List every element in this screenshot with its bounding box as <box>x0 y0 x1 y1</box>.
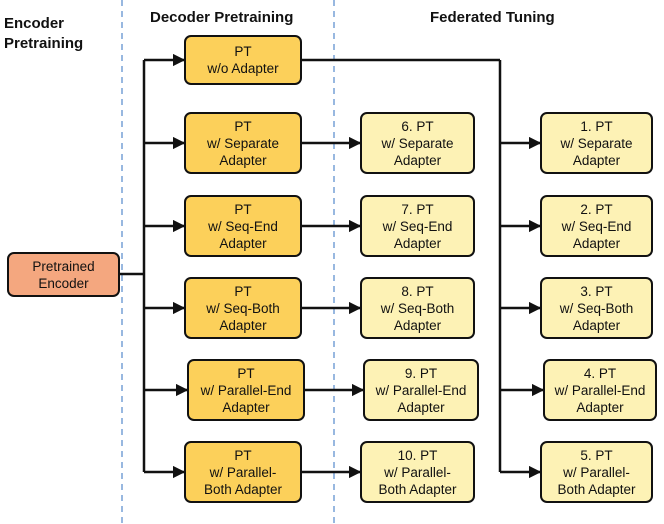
decoder-box-label: PT w/ Seq-End Adapter <box>208 201 278 251</box>
decoder-box-label: PT w/ Separate Adapter <box>206 118 280 168</box>
federated-box-3: 3. PT w/ Seq-Both Adapter <box>540 277 653 339</box>
decoder-box-seq-end-adapter: PT w/ Seq-End Adapter <box>184 195 302 257</box>
header-federated-tuning: Federated Tuning <box>430 9 555 26</box>
federated-box-label: 4. PT w/ Parallel-End Adapter <box>554 365 646 415</box>
decoder-box-separate-adapter: PT w/ Separate Adapter <box>184 112 302 174</box>
federated-box-6: 6. PT w/ Separate Adapter <box>360 112 475 174</box>
federated-box-label: 9. PT w/ Parallel-End Adapter <box>375 365 467 415</box>
federated-box-label: 10. PT w/ Parallel- Both Adapter <box>378 447 457 497</box>
federated-box-label: 1. PT w/ Separate Adapter <box>560 118 633 168</box>
decoder-box-label: PT w/ Parallel- Both Adapter <box>203 447 283 497</box>
federated-box-4: 4. PT w/ Parallel-End Adapter <box>543 359 657 421</box>
federated-box-label: 6. PT w/ Separate Adapter <box>381 118 454 168</box>
header-decoder-pretraining: Decoder Pretraining <box>150 9 294 26</box>
decoder-box-label: PT w/ Parallel-End Adapter <box>200 365 292 415</box>
pretrained-encoder-label: Pretrained Encoder <box>32 258 95 291</box>
decoder-box-seq-both-adapter: PT w/ Seq-Both Adapter <box>184 277 302 339</box>
federated-box-2: 2. PT w/ Seq-End Adapter <box>540 195 653 257</box>
federated-box-label: 7. PT w/ Seq-End Adapter <box>382 201 453 251</box>
decoder-box-parallel-both-adapter: PT w/ Parallel- Both Adapter <box>184 441 302 503</box>
decoder-box-label: PT w/o Adapter <box>207 44 279 76</box>
header-encoder-pretraining: Encoder Pretraining <box>4 15 84 52</box>
pretrained-encoder-box: Pretrained Encoder <box>7 252 120 297</box>
federated-box-label: 8. PT w/ Seq-Both Adapter <box>380 283 455 333</box>
decoder-box-wo-adapter: PT w/o Adapter <box>184 35 302 85</box>
federated-box-10: 10. PT w/ Parallel- Both Adapter <box>360 441 475 503</box>
decoder-box-label: PT w/ Seq-Both Adapter <box>206 283 280 333</box>
federated-box-8: 8. PT w/ Seq-Both Adapter <box>360 277 475 339</box>
federated-box-5: 5. PT w/ Parallel- Both Adapter <box>540 441 653 503</box>
federated-box-label: 2. PT w/ Seq-End Adapter <box>561 201 632 251</box>
federated-box-1: 1. PT w/ Separate Adapter <box>540 112 653 174</box>
federated-box-7: 7. PT w/ Seq-End Adapter <box>360 195 475 257</box>
federated-box-label: 3. PT w/ Seq-Both Adapter <box>559 283 634 333</box>
decoder-box-parallel-end-adapter: PT w/ Parallel-End Adapter <box>187 359 305 421</box>
federated-box-label: 5. PT w/ Parallel- Both Adapter <box>557 447 636 497</box>
federated-box-9: 9. PT w/ Parallel-End Adapter <box>363 359 479 421</box>
